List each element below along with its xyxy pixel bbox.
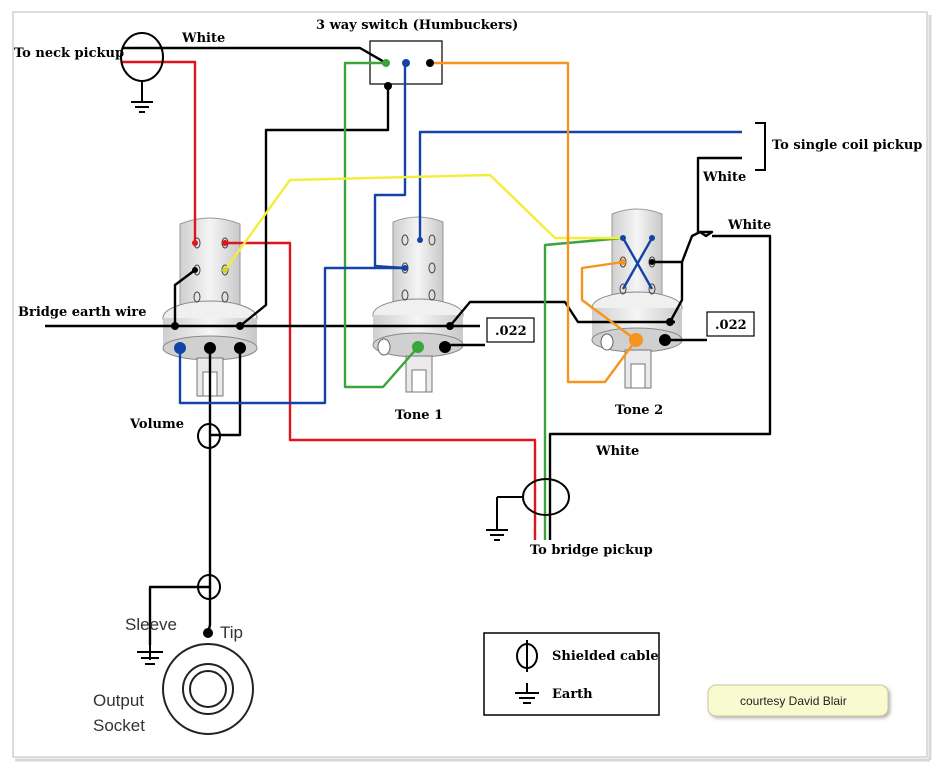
outer-frame <box>12 11 928 758</box>
volume-label: Volume <box>129 417 184 432</box>
white-tone2-label: White <box>727 218 771 233</box>
tone1-pot <box>372 216 464 393</box>
black-wire-tone2-single <box>652 156 742 264</box>
orange-wire-tone2-loop <box>580 260 637 341</box>
bridge-earth-label: Bridge earth wire <box>18 305 147 320</box>
credit-text: courtesy David Blair <box>740 694 847 708</box>
black-wire-white-tone2 <box>548 234 772 540</box>
black-wire-neck-switch <box>122 46 387 65</box>
output-shield-ring <box>197 574 221 600</box>
tone1-label: Tone 1 <box>395 408 443 423</box>
green-wire-switch-tone1 <box>343 61 419 389</box>
switch-title: 3 way switch (Humbuckers) <box>316 18 518 33</box>
sleeve-label: Sleeve <box>125 615 177 634</box>
capacitor-2 <box>706 311 755 337</box>
cap2-label: .022 <box>715 318 747 333</box>
legend-shielded-label: Shielded cable <box>552 649 659 664</box>
bridge-pickup-label: To bridge pickup <box>530 543 653 558</box>
orange-wire-switch-tone2 <box>430 61 637 384</box>
tone2-label: Tone 2 <box>615 403 663 418</box>
capacitor-1 <box>486 317 535 343</box>
bridge-shield-symbol <box>486 478 570 541</box>
wires <box>45 46 772 645</box>
legend-earth-label: Earth <box>552 687 593 702</box>
solder-dots <box>171 59 674 354</box>
red-wire-bridge <box>225 241 537 540</box>
black-wire-volume-lug1 <box>173 269 196 326</box>
blue-wire-tone2-cross2 <box>621 237 654 290</box>
neck-pickup-label: To neck pickup <box>14 46 124 61</box>
neck-shield-symbol <box>120 32 164 113</box>
white-top-label: White <box>181 31 225 46</box>
black-wire-switch-volume <box>239 84 390 327</box>
credit-badge <box>707 684 889 717</box>
white-single-label: White <box>702 170 746 185</box>
legend <box>483 632 660 716</box>
black-wire-sleeve <box>148 585 210 645</box>
output-label: Output <box>93 691 144 710</box>
blue-wire-switch-tone1 <box>373 63 407 270</box>
socket-label: Socket <box>93 716 145 735</box>
white-bridge-label: White <box>595 444 639 459</box>
yellow-wire <box>224 173 623 271</box>
red-wire-neck <box>122 60 197 243</box>
blue-wire-tone1-volume <box>178 266 405 405</box>
blue-wire-single-tone1 <box>418 130 742 240</box>
output-socket <box>137 628 254 735</box>
tip-label: Tip <box>220 623 243 642</box>
black-wire-tone2-lug <box>668 262 684 323</box>
cap1-label: .022 <box>495 324 527 339</box>
single-coil-label: To single coil pickup <box>772 138 922 153</box>
volume-shield-ring <box>197 423 221 449</box>
legend-box <box>483 632 660 716</box>
single-coil-bracket <box>755 122 766 171</box>
green-wire-tone2-bridge <box>543 236 624 540</box>
